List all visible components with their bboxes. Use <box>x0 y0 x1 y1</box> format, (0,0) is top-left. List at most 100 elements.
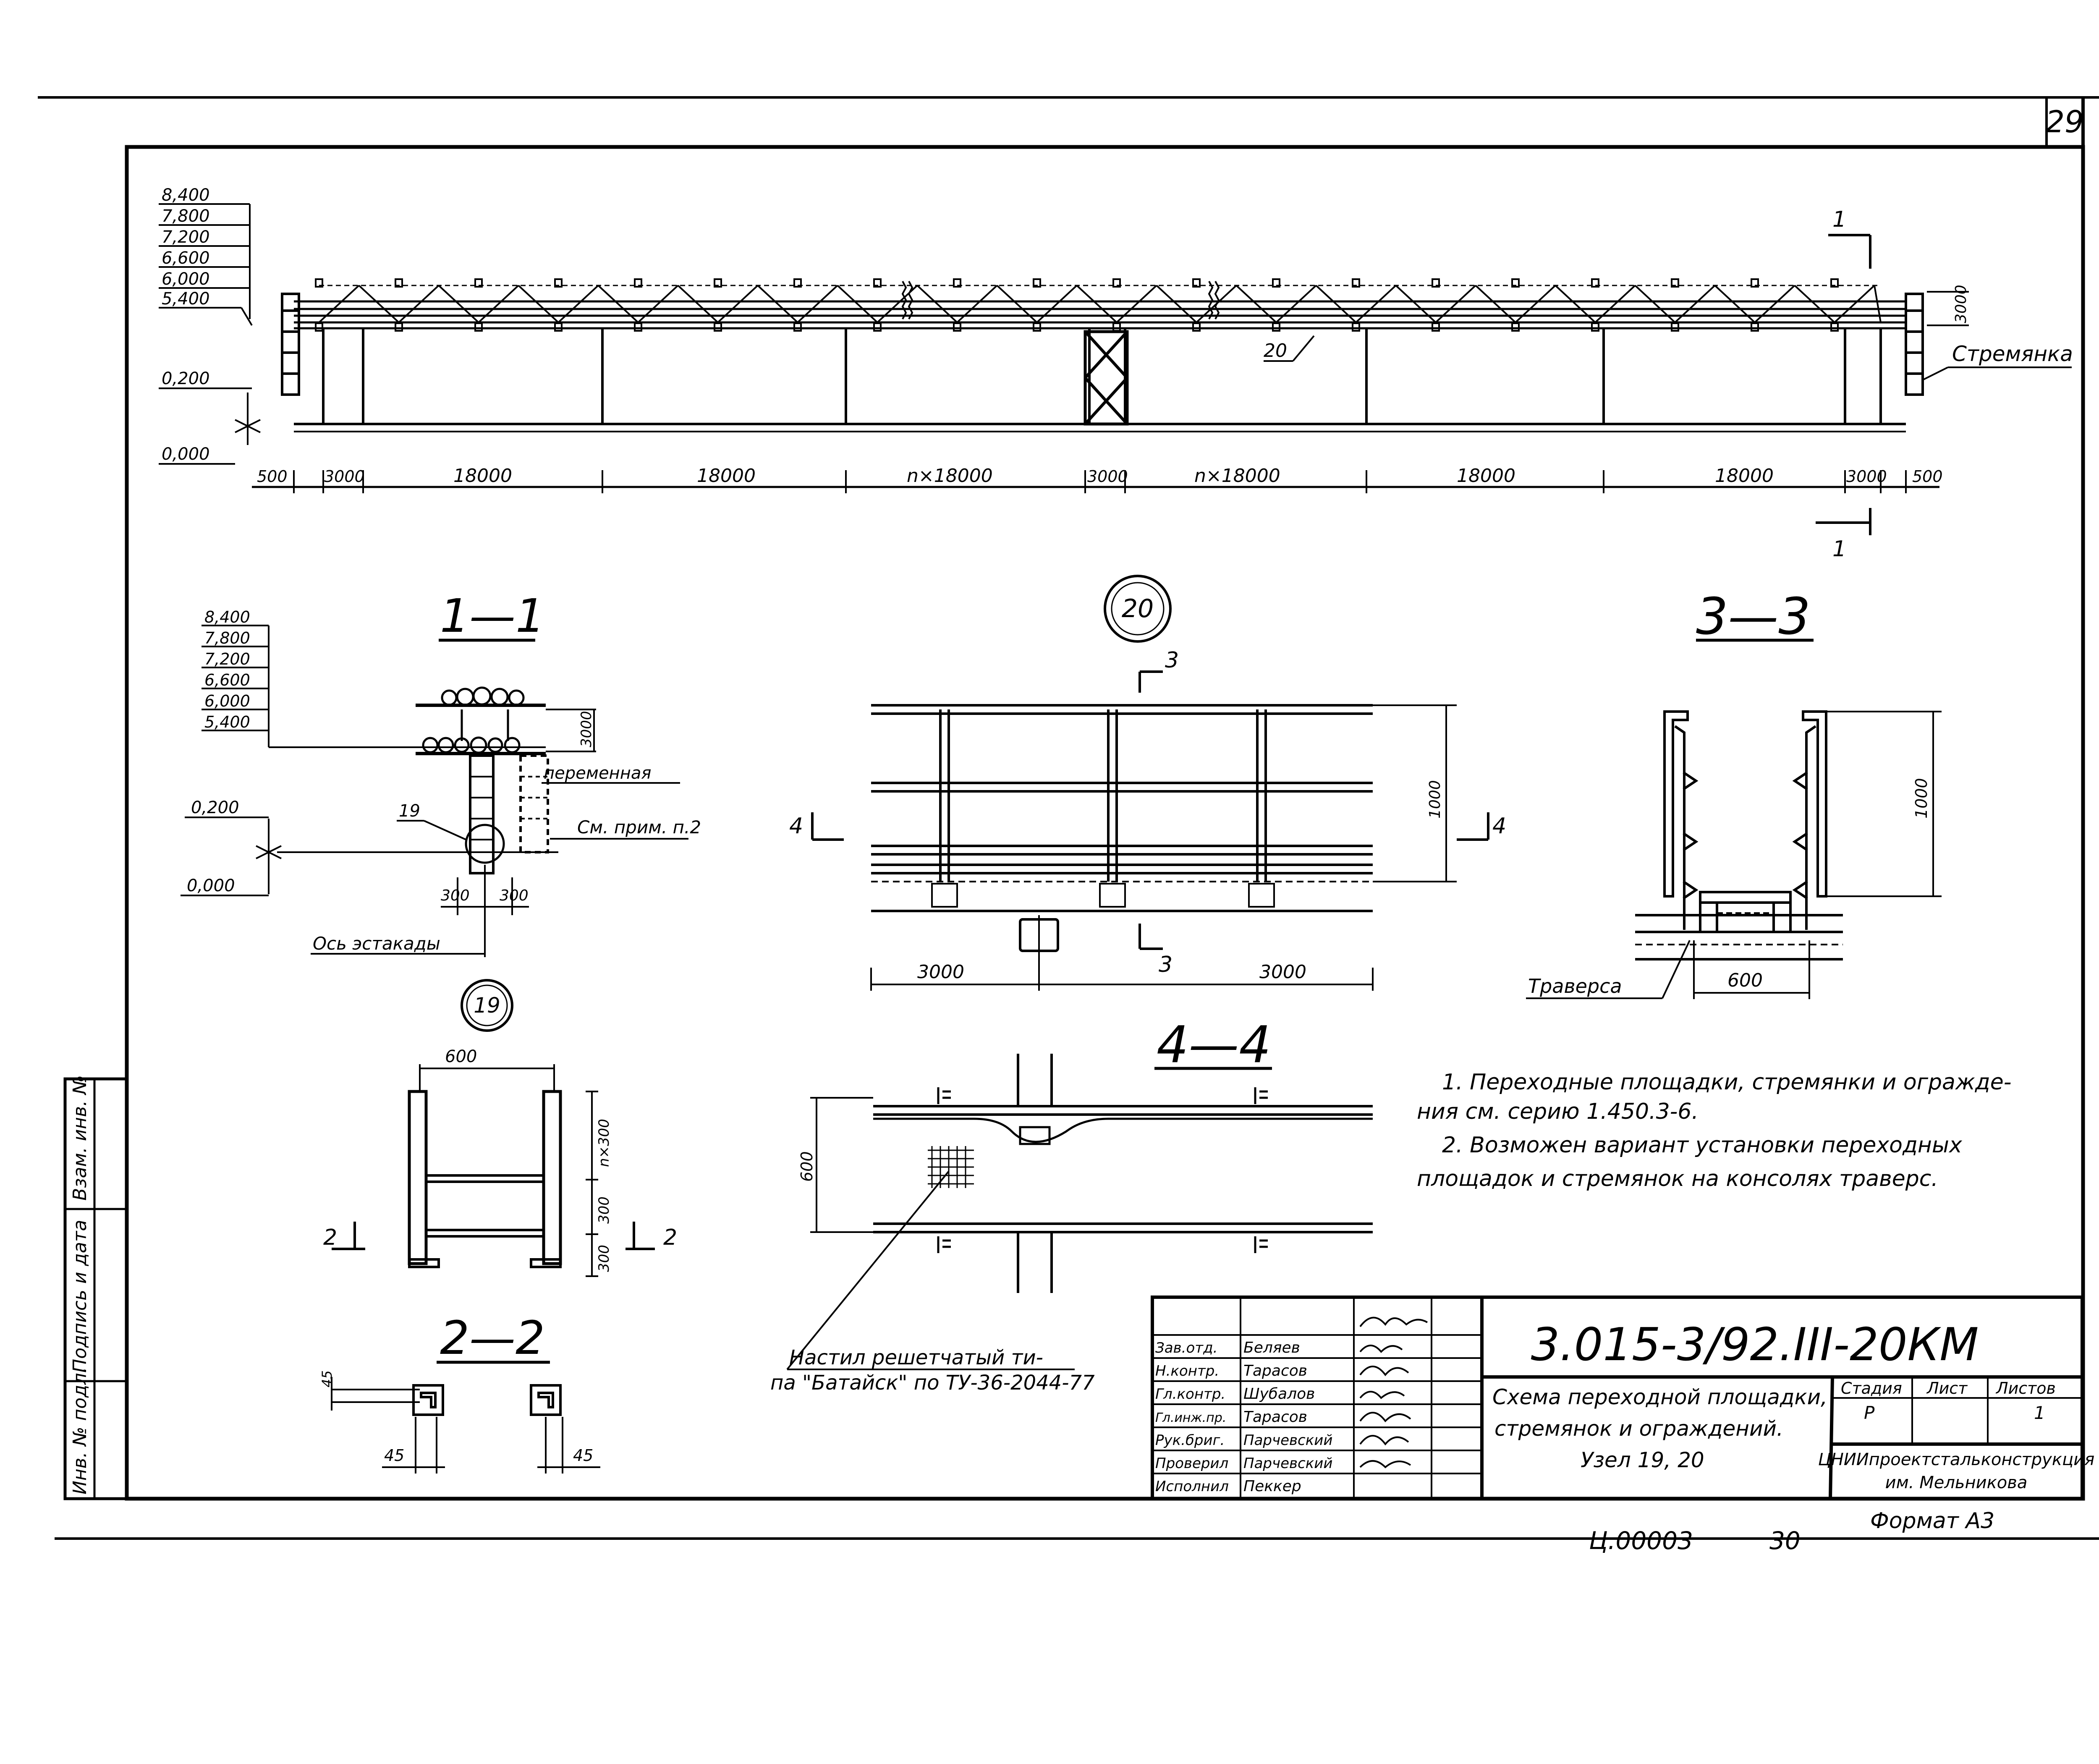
truss-post-base <box>1830 322 1839 332</box>
truss-post-base <box>1751 322 1759 332</box>
cut-label: 4 <box>789 814 803 839</box>
node-20-callout: 20 <box>1264 340 1287 361</box>
clamps <box>937 1087 1268 1253</box>
break-marks <box>901 281 1220 319</box>
inventory-code: Ц.00003 <box>1589 1526 1693 1555</box>
traverse-beam <box>1635 914 1843 961</box>
role-label: Исполнил <box>1155 1478 1229 1495</box>
truss-post-base <box>1432 322 1440 332</box>
level-label: 6,000 <box>204 692 250 710</box>
truss-diagonal <box>1395 285 1437 323</box>
truss-post-base <box>953 322 961 332</box>
footer: Ц.00003 30 Формат А3 <box>1589 1508 1994 1555</box>
truss-diagonal <box>717 285 759 323</box>
truss-diagonal <box>318 285 360 323</box>
truss-diagonal <box>557 285 599 323</box>
posts <box>931 709 1275 908</box>
dim-label: n×18000 <box>1194 465 1280 487</box>
ground-level-lower: 0,000 <box>162 445 210 464</box>
description-line: стремянок и ограждений. <box>1494 1416 1783 1441</box>
truss-post-base <box>395 322 403 332</box>
height-dim: 1000 <box>1426 780 1444 819</box>
height-dim: 1000 <box>1912 778 1931 819</box>
section-title: 1—1 <box>440 589 545 643</box>
level-label: 7,200 <box>204 650 250 668</box>
organization-sub: им. Мельникова <box>1885 1473 2028 1492</box>
height-dim: 3000 <box>1952 285 1970 323</box>
ladder-rungs <box>426 1174 544 1238</box>
sheets-header: Листов <box>1995 1379 2056 1398</box>
truss-diagonal <box>1594 285 1636 323</box>
truss-diagonal <box>996 285 1038 323</box>
dim-label: 45 <box>573 1446 593 1465</box>
truss-diagonal <box>518 285 559 323</box>
truss-post-cap <box>873 278 882 288</box>
truss-diagonal <box>837 285 878 323</box>
person-name: Беляев <box>1243 1339 1300 1356</box>
margin-label-inventory: Инв. № подл. <box>69 1367 91 1494</box>
axis-label: Ось эстакады <box>313 933 440 954</box>
node-19-detail: 19 600 n×300 300 300 <box>323 979 677 1277</box>
dim-label: 300 <box>596 1245 612 1272</box>
truss-diagonal <box>1515 285 1556 323</box>
truss-post-base <box>873 322 882 332</box>
margin-label-signature: Подпись и дата <box>69 1220 91 1373</box>
truss-post-base <box>1033 322 1041 332</box>
traverse-label: Траверса <box>1528 975 1622 997</box>
truss-post-base <box>1192 322 1201 332</box>
section-4-4: 4—4 <box>770 1016 1373 1395</box>
cut-label: 1 <box>1832 207 1846 232</box>
organization: ЦНИИпроектстальконструкция <box>1818 1450 2095 1469</box>
format-label: Формат А3 <box>1870 1508 1994 1534</box>
level-label: 5,400 <box>162 289 210 309</box>
section-2-2: 2—2 45 45 45 <box>319 1311 600 1473</box>
general-notes: 1. Переходные площадки, стремянки и огра… <box>1417 1070 2011 1191</box>
truss-diagonal <box>1116 285 1157 323</box>
cut-1-marker-top <box>1828 234 1871 269</box>
page-index: 30 <box>1769 1526 1801 1555</box>
cut-label: 3 <box>1165 648 1179 673</box>
truss-diagonal <box>677 285 719 323</box>
truss-post-cap <box>1591 278 1599 288</box>
stage-header: Стадия <box>1841 1379 1902 1398</box>
columns <box>322 327 1882 424</box>
cut-1-marker-bottom <box>1816 508 1871 535</box>
role-label: Рук.бриг. <box>1155 1432 1225 1449</box>
stage-value: Р <box>1864 1403 1875 1423</box>
role-label: Проверил <box>1155 1455 1228 1472</box>
grating-note-line1: Настил решетчатый ти- <box>789 1346 1043 1369</box>
truss-post-cap <box>1432 278 1440 288</box>
signature-rows: Зав.отд. Беляев Н.контр. Тарасов Гл.конт… <box>1155 1339 1332 1495</box>
stairs-label: Стремянка <box>1952 342 2073 366</box>
elevation-level-stack: 8,400 7,800 7,200 6,600 6,000 5,400 0,20… <box>159 186 261 465</box>
role-label: Гл.контр. <box>1155 1386 1225 1403</box>
truss-diagonal <box>1834 285 1875 323</box>
truss-post-cap <box>1033 278 1041 288</box>
level-label: 7,800 <box>204 629 250 647</box>
sheet-header: Лист <box>1926 1379 1968 1398</box>
dim-label: n×300 <box>596 1119 612 1167</box>
cut-label: 1 <box>1832 537 1846 562</box>
dim-label: 300 <box>596 1196 612 1224</box>
truss-post-cap <box>474 278 483 288</box>
note-line: площадок и стремянок на консолях траверс… <box>1417 1166 1938 1191</box>
node-label: 19 <box>474 993 500 1018</box>
section-1-1: 1—1 8,400 7,800 7,200 6,600 6,000 5,400 <box>181 589 701 957</box>
truss-post-base <box>714 322 722 332</box>
truss-diagonal <box>1315 285 1357 323</box>
beam-vertical <box>1017 1054 1053 1293</box>
truss-diagonal <box>956 285 998 323</box>
margin-label-replace: Взам. инв. № <box>69 1075 91 1201</box>
column-stack <box>465 754 549 874</box>
truss-post-cap <box>793 278 802 288</box>
platform-beam <box>1699 891 1792 933</box>
cut-label: 2 <box>663 1225 677 1250</box>
ground-level-upper: 0,200 <box>191 798 239 817</box>
section-title: 3—3 <box>1696 588 1811 646</box>
description-line: Схема переходной площадки, <box>1492 1385 1827 1409</box>
truss-diagonal <box>1156 285 1197 323</box>
truss-diagonal <box>1036 285 1078 323</box>
section-title: 2—2 <box>440 1311 545 1365</box>
level-label: 7,800 <box>162 207 210 226</box>
